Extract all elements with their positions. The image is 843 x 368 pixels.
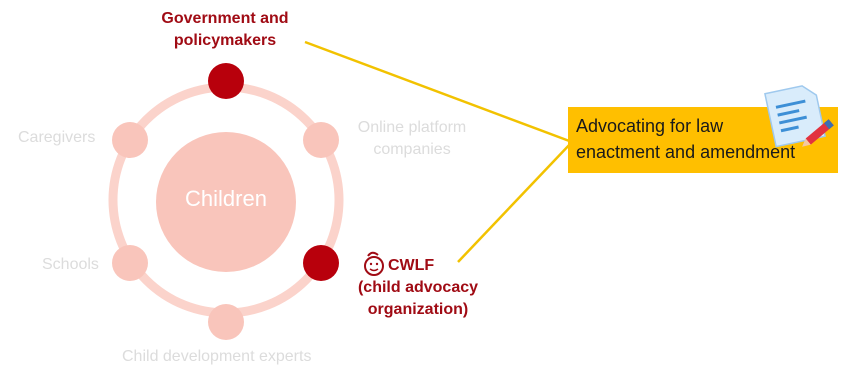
label-schools: Schools: [42, 256, 99, 273]
label-government-line2: policymakers: [173, 32, 277, 49]
node-schools: [112, 245, 148, 281]
label-cwlf-line3: organization): [367, 301, 469, 318]
label-online-platform-line1: Online platform: [357, 119, 467, 136]
label-caregivers: Caregivers: [18, 129, 96, 146]
child-face-icon: [364, 251, 384, 276]
label-government-line1: Government and: [161, 10, 289, 27]
node-online-platform: [303, 122, 339, 158]
label-cwlf-line2: (child advocacy: [357, 279, 479, 296]
label-cwlf-line1: CWLF: [388, 257, 435, 274]
node-child-dev: [208, 304, 244, 340]
center-label: Children: [185, 186, 267, 211]
label-online-platform: Online platform companies: [342, 117, 482, 161]
label-government: Government and policymakers: [150, 8, 300, 52]
connector-government: [304, 40, 573, 144]
callout-line1: Advocating for law: [576, 116, 724, 136]
document-pencil-icon: [764, 85, 834, 148]
connector-cwlf: [457, 141, 573, 263]
label-online-platform-line2: companies: [373, 141, 451, 158]
node-cwlf: [303, 245, 339, 281]
callout-line2: enactment and amendment: [576, 142, 796, 162]
label-child-dev: Child development experts: [122, 348, 312, 365]
children-center-circle: [156, 132, 296, 272]
label-cwlf: CWLF (child advocacy organization): [348, 255, 488, 321]
node-caregivers: [112, 122, 148, 158]
node-government: [208, 63, 244, 99]
